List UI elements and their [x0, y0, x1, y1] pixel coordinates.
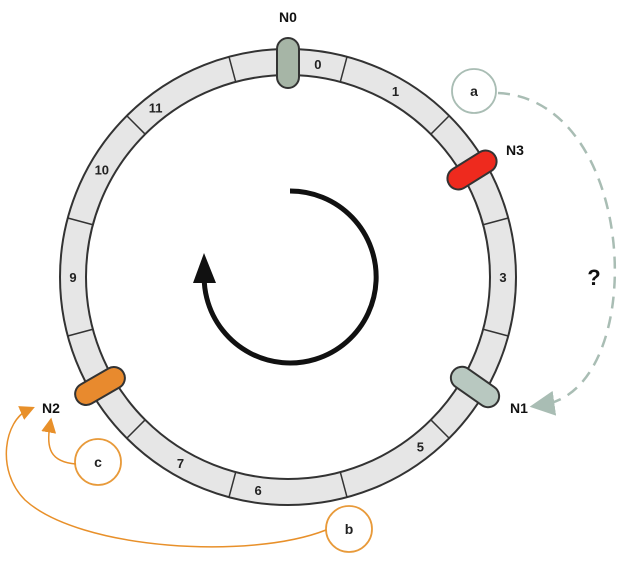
key-a-label: a — [470, 83, 478, 99]
ring-segment-label-9: 9 — [69, 270, 76, 285]
ring-divider — [228, 471, 237, 498]
ring-divider — [67, 328, 94, 337]
node-n0-marker — [276, 37, 300, 89]
key-a: a — [451, 68, 497, 114]
question-mark: ? — [587, 265, 600, 290]
key-c-circle — [74, 438, 122, 486]
node-label-n2: N2 — [42, 400, 60, 416]
key-b: b — [325, 505, 373, 553]
hash-ring: 01234567891011 — [59, 48, 517, 506]
ring-divider — [126, 115, 146, 135]
ring-divider — [430, 419, 450, 439]
rotation-arrow-icon — [193, 188, 379, 366]
rotation-arrow-arc — [201, 188, 379, 366]
key-b-circle — [325, 505, 373, 553]
node-n1-marker — [449, 365, 501, 409]
ring-segment-label-6: 6 — [254, 483, 261, 498]
key-a-circle — [451, 68, 497, 114]
key-c-label: c — [94, 454, 102, 470]
ring-segment-label-10: 10 — [95, 163, 109, 178]
ring-divider — [126, 419, 146, 439]
key-c-mapping-arrow — [41, 417, 77, 465]
ring-segment-label-0: 0 — [314, 57, 321, 72]
key-c: c — [74, 438, 122, 486]
ring-segment-label-3: 3 — [499, 270, 506, 285]
ring-divider — [67, 217, 94, 226]
ring-divider — [430, 115, 450, 135]
ring-segment-label-5: 5 — [417, 439, 424, 454]
node-n3-marker — [446, 149, 498, 191]
node-label-n3: N3 — [506, 142, 524, 158]
ring-segment-label-1: 1 — [392, 84, 399, 99]
ring-segment-label-7: 7 — [177, 456, 184, 471]
node-label-n0: N0 — [279, 9, 297, 25]
ring-segment-label-11: 11 — [149, 101, 163, 116]
ring-inner — [85, 74, 491, 480]
ring-dividers — [67, 56, 509, 498]
key-b-label: b — [345, 521, 354, 537]
ring-divider — [482, 328, 509, 337]
key-b-mapping-arrow — [5, 406, 327, 548]
key-a-mapping-arrow — [497, 91, 617, 416]
ring-divider — [339, 471, 348, 498]
node-label-n1: N1 — [510, 400, 528, 416]
ring-divider — [228, 56, 237, 83]
ring-divider — [339, 56, 348, 83]
ring-divider — [482, 217, 509, 226]
node-n2-marker — [74, 366, 126, 406]
rotation-arrow-head — [193, 253, 216, 283]
